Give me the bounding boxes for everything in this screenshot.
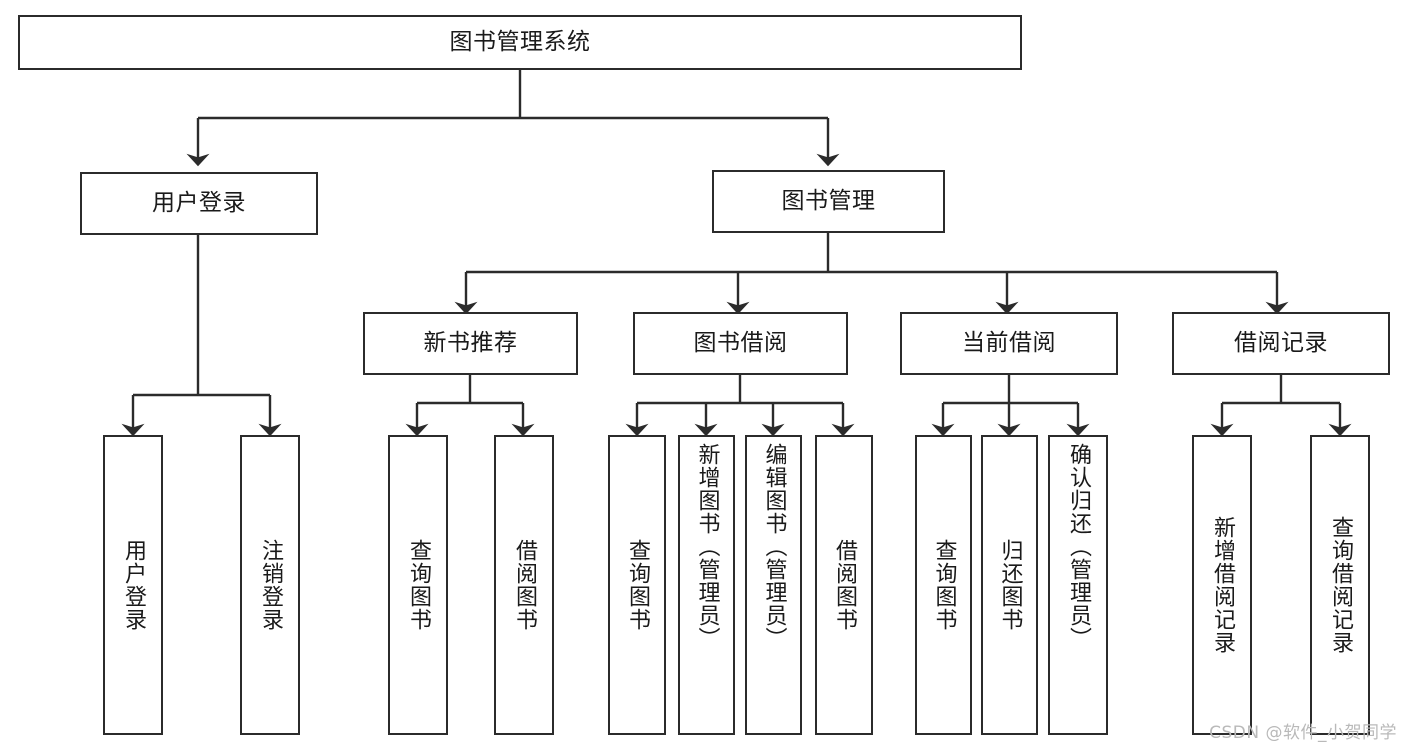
node-label: 图书借阅	[693, 329, 788, 356]
node-label: 借阅图书	[831, 539, 857, 631]
node-leaf-query-book-recommend[interactable]: 查询图书	[388, 435, 448, 735]
node-leaf-query-borrow-record[interactable]: 查询借阅记录	[1310, 435, 1370, 735]
node-label: 新书推荐	[423, 329, 518, 356]
node-leaf-borrow-book[interactable]: 借阅图书	[815, 435, 873, 735]
node-leaf-confirm-return[interactable]: 确认归还（管理员）	[1048, 435, 1108, 735]
node-current-borrow[interactable]: 当前借阅	[900, 312, 1118, 375]
node-label: 查询图书	[931, 539, 957, 631]
node-label: 查询借阅记录	[1327, 516, 1353, 654]
node-label: 当前借阅	[962, 329, 1056, 356]
node-leaf-borrow-book-recommend[interactable]: 借阅图书	[494, 435, 554, 735]
node-leaf-user-login[interactable]: 用户登录	[103, 435, 163, 735]
node-leaf-add-borrow-record[interactable]: 新增借阅记录	[1192, 435, 1252, 735]
node-leaf-query-book-current[interactable]: 查询图书	[915, 435, 972, 735]
node-book-management[interactable]: 图书管理	[712, 170, 945, 233]
node-leaf-query-book-borrow[interactable]: 查询图书	[608, 435, 666, 735]
node-book-borrow[interactable]: 图书借阅	[633, 312, 848, 375]
node-root-book-management-system[interactable]: 图书管理系统	[18, 15, 1022, 70]
node-borrow-record[interactable]: 借阅记录	[1172, 312, 1390, 375]
node-label: 图书管理系统	[449, 28, 591, 55]
node-leaf-edit-book[interactable]: 编辑图书（管理员）	[745, 435, 802, 735]
node-leaf-return-book[interactable]: 归还图书	[981, 435, 1038, 735]
node-label: 用户登录	[152, 189, 246, 216]
node-label: 注销登录	[257, 539, 283, 631]
node-label: 用户登录	[120, 539, 146, 631]
node-user-login[interactable]: 用户登录	[80, 172, 318, 235]
node-label: 确认归还（管理员）	[1065, 443, 1091, 650]
node-label: 借阅记录	[1234, 329, 1328, 356]
node-label: 图书管理	[781, 187, 876, 214]
node-label: 借阅图书	[511, 539, 537, 631]
node-label: 编辑图书（管理员）	[761, 443, 787, 650]
node-leaf-add-book[interactable]: 新增图书（管理员）	[678, 435, 735, 735]
node-label: 归还图书	[997, 539, 1023, 631]
node-leaf-logout[interactable]: 注销登录	[240, 435, 300, 735]
node-label: 新增借阅记录	[1209, 516, 1235, 654]
node-label: 查询图书	[624, 539, 650, 631]
node-label: 查询图书	[405, 539, 431, 631]
node-new-book-recommend[interactable]: 新书推荐	[363, 312, 578, 375]
node-label: 新增图书（管理员）	[694, 443, 720, 650]
